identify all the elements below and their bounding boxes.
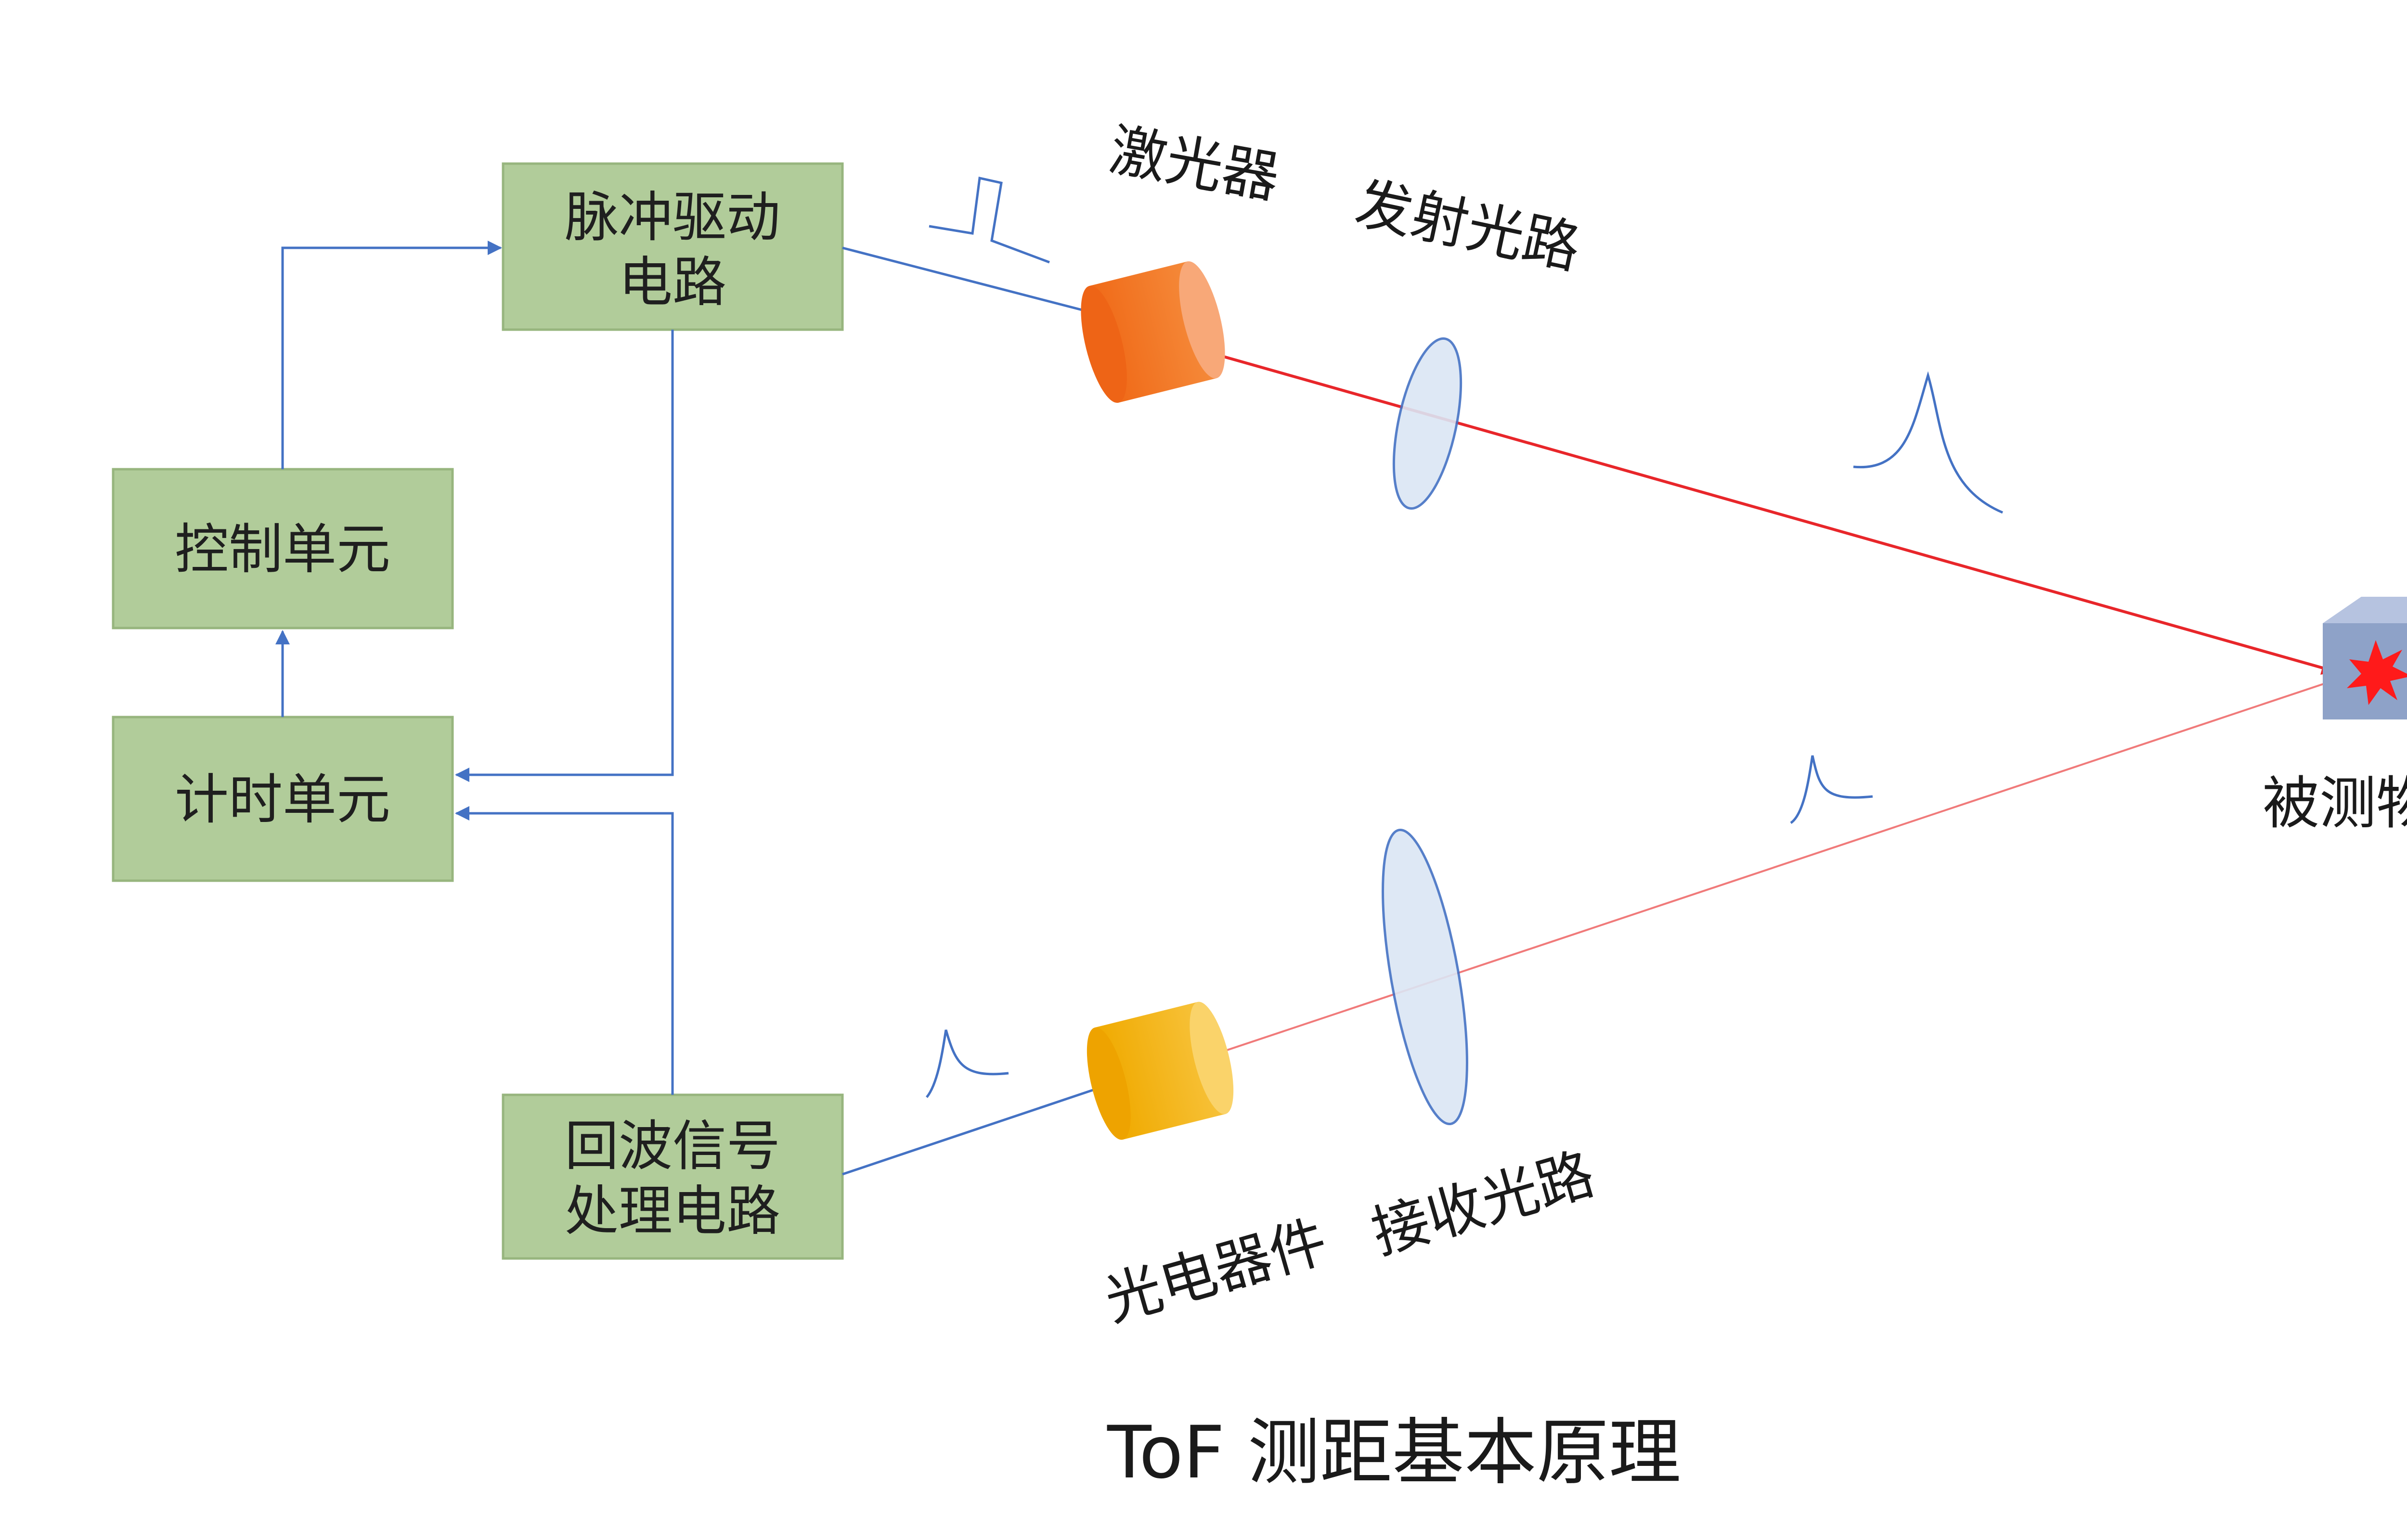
- pulse-driver-label-line1: 脉冲驱动: [565, 186, 780, 249]
- timing-unit-label: 计时单元: [175, 769, 390, 831]
- echo-to-timing-wire: [455, 806, 674, 1095]
- impact-burst-icon: [2347, 640, 2407, 705]
- pulse-to-laser-wire: [842, 246, 1103, 317]
- square-pulse-icon: [929, 176, 1050, 264]
- laser-label: 激光器: [1105, 116, 1284, 211]
- return-beam: [1207, 678, 2340, 1058]
- target-cube-icon: [2323, 597, 2407, 719]
- echo-pulse-icon-upper: [1790, 755, 1873, 824]
- transmit-optics-label: 发射光路: [1350, 169, 1586, 282]
- transmit-lens-icon: [1392, 337, 1462, 510]
- transmit-beam: [1179, 343, 2336, 675]
- echo-processor-block: 回波信号 处理电路: [502, 1093, 844, 1260]
- timing-unit-block: 计时单元: [112, 716, 454, 882]
- receive-optics-label: 接收光路: [1365, 1140, 1602, 1267]
- echo-processor-label-line1: 回波信号: [565, 1115, 780, 1178]
- control-wiring: [275, 241, 1108, 1176]
- echo-to-detector-wire: [842, 1084, 1108, 1176]
- control-unit-label: 控制单元: [175, 518, 390, 581]
- photodetector-icon: [1087, 1001, 1234, 1140]
- waveforms: [926, 176, 2003, 1098]
- pulse-driver-label-line2: 电路: [619, 251, 726, 314]
- receive-lens-icon: [1382, 828, 1468, 1126]
- emitted-pulse-icon: [1853, 371, 2003, 514]
- target-label: 被测物体: [2263, 770, 2407, 836]
- diagram-caption: ToF 测距基本原理: [1107, 1411, 1681, 1495]
- control-to-pulse-wire: [281, 241, 502, 469]
- laser-icon: [1081, 261, 1225, 403]
- pulse-to-timing-wire: [455, 330, 674, 782]
- echo-pulse-icon-lower: [926, 1029, 1009, 1098]
- photodetector-label: 光电器件: [1098, 1207, 1334, 1334]
- echo-processor-label-line2: 处理电路: [565, 1180, 780, 1243]
- pulse-driver-block: 脉冲驱动 电路: [502, 162, 844, 331]
- control-unit-block: 控制单元: [112, 468, 454, 629]
